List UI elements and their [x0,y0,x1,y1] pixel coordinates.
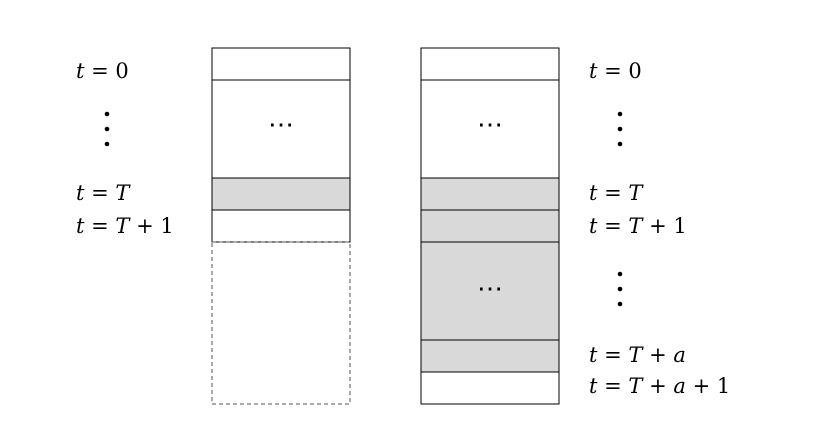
right-cell-ellipsis [420,79,560,179]
right-column: ⋯ ⋯ [420,47,560,405]
right-cell-ellipsis-shaded-text: ⋯ [477,274,503,304]
right-cell-tT1 [420,209,560,243]
right-vertical-ellipsis-icon-top [617,111,623,147]
right-vertical-ellipsis-icon-bottom [617,271,623,307]
right-cell-ellipsis-text: ⋯ [477,110,503,140]
left-label-tT1: t = T + 1 [76,214,174,238]
right-cell-t0 [420,47,560,81]
right-label-tTa1: t = T + a + 1 [589,374,730,398]
right-label-tT: t = T [589,181,644,205]
left-cell-ellipsis-text: ⋯ [268,110,294,140]
left-vertical-ellipsis-icon [104,111,110,147]
right-cell-tTa [420,339,560,373]
right-label-t0: t = 0 [589,59,642,83]
right-cell-ellipsis-shaded [420,241,560,341]
left-labels: t = 0 t = T t = T + 1 [76,59,174,238]
right-label-tTa: t = T + a [589,343,686,367]
right-cell-tTa1 [420,371,560,405]
left-cell-tT1 [211,209,351,243]
left-column: ⋯ [211,47,351,405]
right-cell-tT [420,177,560,211]
left-cell-ellipsis [211,79,351,179]
left-cell-tT [211,177,351,211]
left-cell-future-dashed [211,241,351,405]
right-label-tT1: t = T + 1 [589,214,687,238]
left-cell-t0 [211,47,351,81]
left-label-t0: t = 0 [76,59,129,83]
right-labels: t = 0 t = T t = T + 1 t = T + a t = T + … [589,59,730,398]
left-label-tT: t = T [76,181,131,205]
